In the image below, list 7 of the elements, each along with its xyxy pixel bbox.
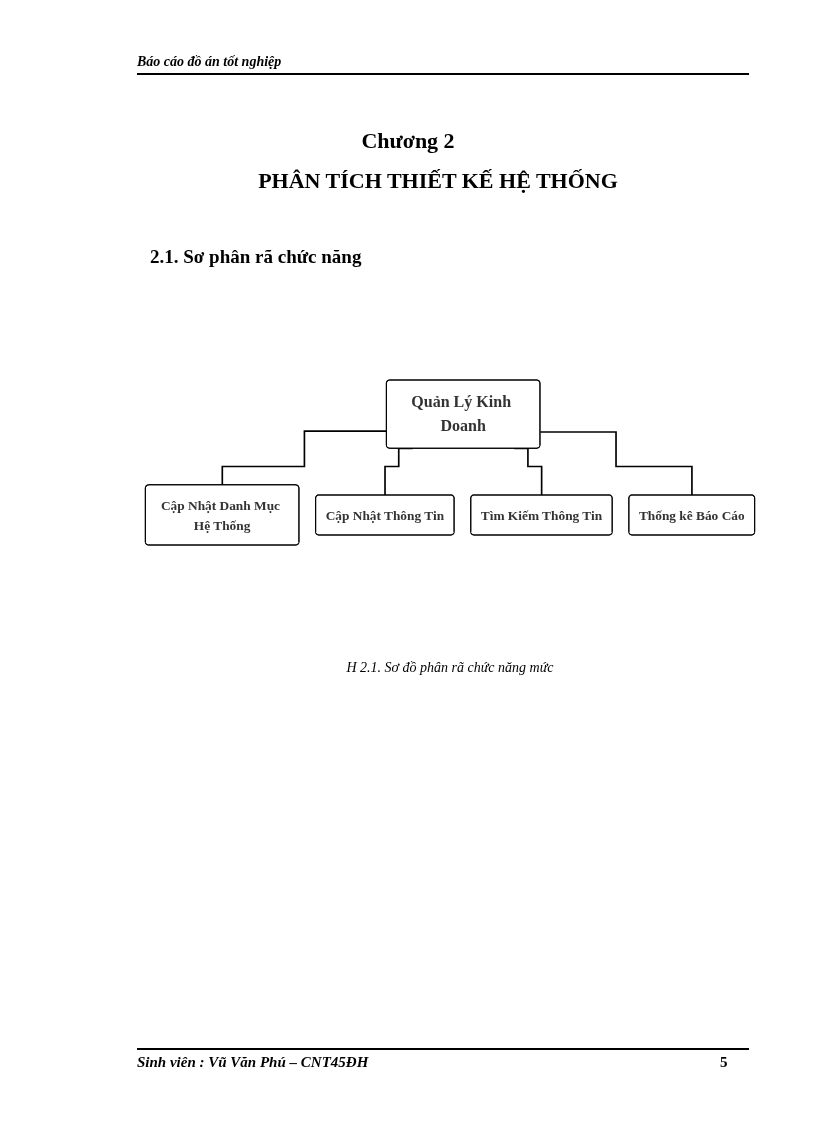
chapter-heading: Chương 2 [360,128,456,154]
section-heading: 2.1. Sơ phân rã chức năng [150,246,362,268]
page-number: 5 [720,1054,728,1071]
page-footer: Sinh viên : Vũ Văn Phú – CNT45ĐH [137,1054,369,1071]
figure-caption: H 2.1. Sơ đồ phân rã chức năng mức [345,660,555,676]
page-header: Báo cáo đồ án tốt nghiệp [137,54,282,70]
title: PHÂN TÍCH THIẾT KẾ HỆ THỐNG [257,168,619,194]
